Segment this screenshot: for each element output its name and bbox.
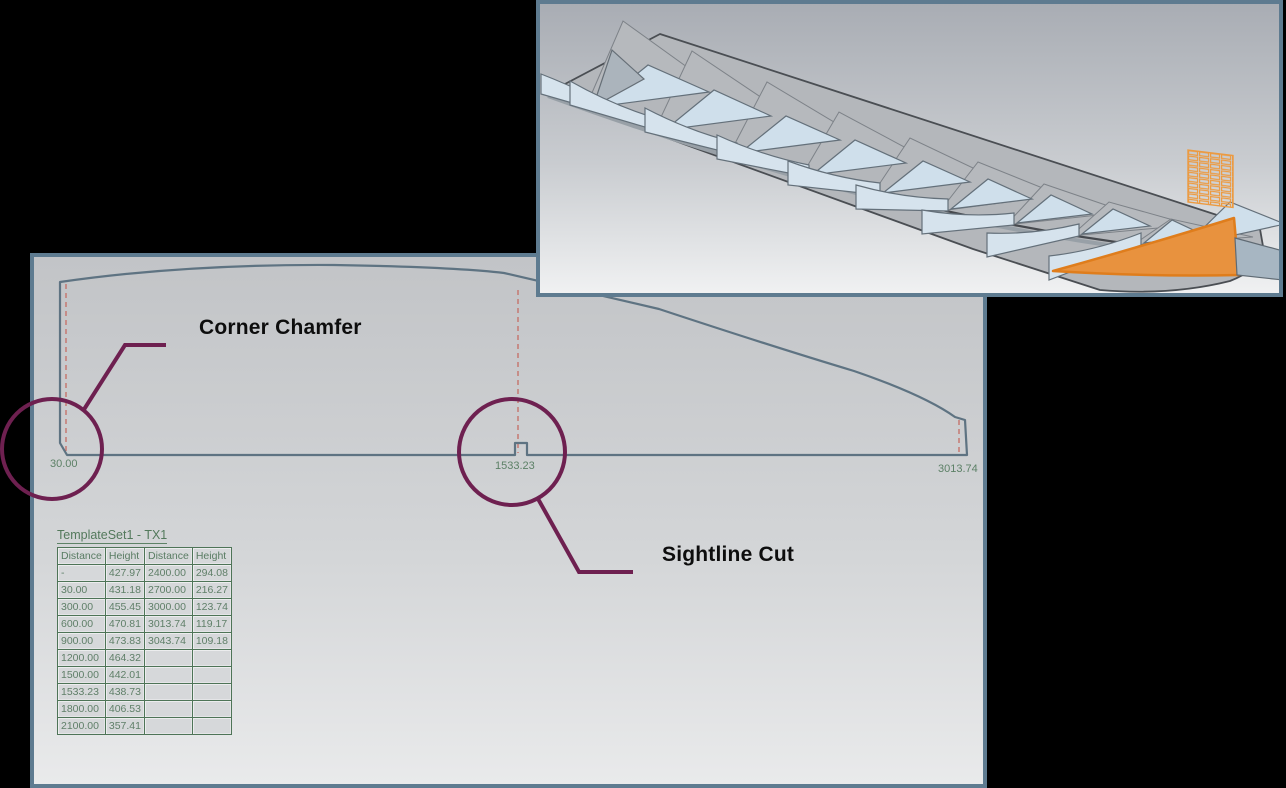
- model-3d-viewport[interactable]: [536, 0, 1283, 297]
- cell: 119.17: [191, 615, 232, 633]
- cell: [191, 649, 232, 667]
- table-row: 1200.00 464.32: [57, 649, 232, 667]
- cell: 427.97: [104, 564, 145, 582]
- cell: 455.45: [104, 598, 145, 616]
- cell: [143, 700, 193, 718]
- template-table-title: TemplateSet1 - TX1: [57, 528, 168, 544]
- dimension-label: 3013.74: [938, 463, 978, 475]
- cell: 2100.00: [57, 717, 106, 735]
- cell: 2400.00: [143, 564, 193, 582]
- cell: [191, 700, 232, 718]
- table-row: 900.00 473.83 3043.74 109.18: [57, 632, 232, 650]
- cell: 473.83: [104, 632, 145, 650]
- cell: 438.73: [104, 683, 145, 701]
- dimension-label: 30.00: [50, 458, 78, 470]
- cell: 3043.74: [143, 632, 193, 650]
- cell: 464.32: [104, 649, 145, 667]
- cell: 3000.00: [143, 598, 193, 616]
- corner-chamfer-label: Corner Chamfer: [199, 316, 362, 339]
- table-row: 1800.00 406.53: [57, 700, 232, 718]
- cell: 1533.23: [57, 683, 106, 701]
- cell: 1800.00: [57, 700, 106, 718]
- column-header: Height: [191, 547, 232, 565]
- dimension-label: 1533.23: [495, 460, 535, 472]
- cell: 30.00: [57, 581, 106, 599]
- cell: 357.41: [104, 717, 145, 735]
- cell: 294.08: [191, 564, 232, 582]
- cell: 3013.74: [143, 615, 193, 633]
- cell: [143, 649, 193, 667]
- table-row: 1533.23 438.73: [57, 683, 232, 701]
- sightline-cut-label: Sightline Cut: [662, 543, 795, 566]
- table-row: 300.00 455.45 3000.00 123.74: [57, 598, 232, 616]
- table-row: 30.00 431.18 2700.00 216.27: [57, 581, 232, 599]
- cell: 442.01: [104, 666, 145, 684]
- cell: 1500.00: [57, 666, 106, 684]
- column-header: Distance: [57, 547, 106, 565]
- cell: 431.18: [104, 581, 145, 599]
- column-header: Height: [104, 547, 145, 565]
- table-header-row: Distance Height Distance Height: [57, 547, 232, 565]
- cell: 109.18: [191, 632, 232, 650]
- cell: [143, 683, 193, 701]
- cell: 123.74: [191, 598, 232, 616]
- template-table-panel: TemplateSet1 - TX1 Distance Height Dista…: [57, 526, 232, 735]
- cell: 900.00: [57, 632, 106, 650]
- template-layout-3d: [540, 20, 1279, 293]
- tip-rib: [1234, 237, 1279, 281]
- table-row: 2100.00 357.41: [57, 717, 232, 735]
- cell: -: [57, 564, 106, 582]
- table-row: 600.00 470.81 3013.74 119.17: [57, 615, 232, 633]
- rib-templates: [540, 73, 1142, 281]
- cell: 600.00: [57, 615, 106, 633]
- cell: [191, 666, 232, 684]
- table-row: 1500.00 442.01: [57, 666, 232, 684]
- table-row: - 427.97 2400.00 294.08: [57, 564, 232, 582]
- cell: [143, 717, 193, 735]
- cell: 470.81: [104, 615, 145, 633]
- cell: 1200.00: [57, 649, 106, 667]
- cell: 2700.00: [143, 581, 193, 599]
- spine-start-web: [591, 48, 646, 109]
- cell: 406.53: [104, 700, 145, 718]
- cell: [143, 666, 193, 684]
- template-table: Distance Height Distance Height - 427.97…: [57, 547, 232, 735]
- cell: [191, 683, 232, 701]
- cell: 216.27: [191, 581, 232, 599]
- cell: 300.00: [57, 598, 106, 616]
- hatch-selection-grid[interactable]: [1187, 149, 1234, 209]
- column-header: Distance: [143, 547, 193, 565]
- cell: [191, 717, 232, 735]
